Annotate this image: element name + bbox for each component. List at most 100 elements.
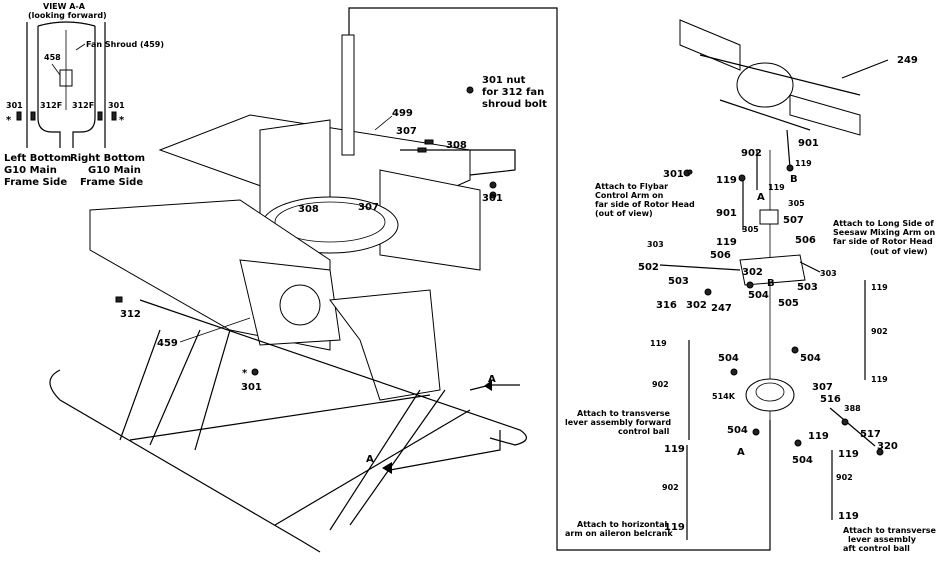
- part-119-c-label: 119: [768, 183, 785, 192]
- asterisk-301: *: [242, 368, 248, 379]
- section-arrow-upper: [469, 384, 520, 391]
- seesaw-note-line1: Attach to Long Side of: [833, 219, 934, 228]
- flybar-note-line2: Control Arm on: [595, 191, 664, 200]
- section-a-lower-label: A: [366, 454, 374, 465]
- section-a-mid-label: A: [757, 192, 765, 203]
- section-a-upper-label: A: [488, 374, 496, 385]
- swashplate: [745, 378, 795, 412]
- part-119-b-label: 119: [716, 175, 737, 186]
- skid-cross-tube: [129, 394, 471, 526]
- swashplate-inner: [755, 382, 785, 402]
- part-119-l-label: 119: [838, 511, 859, 522]
- landing-gear-strut-front: [119, 329, 231, 451]
- part-506-right-label: 506: [795, 235, 816, 246]
- part-458-label: 458: [44, 53, 61, 62]
- hub-bolt-249: [841, 59, 889, 79]
- aileron-note-line2: arm on aileron belcrank: [565, 529, 673, 538]
- part-308-mid-label: 308: [298, 204, 319, 215]
- right-frame-caption-line2: G10 Main: [88, 165, 141, 176]
- part-459-label: 459: [157, 338, 178, 349]
- seesaw-note-line2: Seesaw Mixing Arm on: [833, 228, 936, 237]
- part-305-b-label: 305: [742, 225, 759, 234]
- fan-shroud-label: Fan Shroud (459): [86, 40, 164, 49]
- left-frame-caption-line2: G10 Main: [4, 165, 57, 176]
- part-301-right-label: 301: [482, 193, 503, 204]
- aft-note-line2: lever assembly: [848, 535, 917, 544]
- part-303-right-label: 303: [820, 269, 837, 278]
- landing-gear-strut-rear: [329, 389, 446, 531]
- part-506-mid-label: 506: [710, 250, 731, 261]
- part-119-a-label: 119: [795, 159, 812, 168]
- part-902-lower-right-label: 902: [836, 473, 853, 482]
- forward-note-line3: control ball: [618, 427, 670, 436]
- view-aa-frame: [26, 21, 106, 148]
- part-307-mid-label: 307: [358, 202, 379, 213]
- leader-458: [51, 63, 61, 76]
- forward-note-line2: lever assembly forward: [565, 418, 671, 427]
- view-aa-section: VIEW A-A (looking forward) 458 Fan Shrou…: [4, 2, 164, 188]
- aileron-note-line1: Attach to horizontal: [577, 520, 668, 529]
- part-301-nut-label-line1: 301 nut: [482, 75, 526, 86]
- flybar-note-line3: far side of Rotor Head: [595, 200, 695, 209]
- part-312f-right-label: 312F: [72, 101, 94, 110]
- flybar-note-line1: Attach to Flybar: [595, 182, 668, 191]
- landing-skid-right: [139, 299, 527, 446]
- part-504-right-label: 504: [800, 353, 821, 364]
- part-516-label: 516: [820, 394, 841, 405]
- part-119-g-label: 119: [871, 375, 888, 384]
- frame-fasteners: [115, 86, 497, 376]
- part-312f-left-label: 312F: [40, 101, 62, 110]
- asterisk-right: *: [119, 115, 125, 126]
- part-308-right-label: 308: [446, 140, 467, 151]
- part-503-right-label: 503: [797, 282, 818, 293]
- leader-459: [179, 317, 251, 343]
- flybar-note-line4: (out of view): [595, 209, 653, 218]
- part-901-left-label: 901: [716, 208, 737, 219]
- part-504-bottom-label: 504: [792, 455, 813, 466]
- leader-fan-shroud: [75, 43, 86, 51]
- washout-collar-507: [759, 209, 779, 225]
- right-frame-caption-line3: Frame Side: [80, 177, 143, 188]
- part-320-label: 320: [877, 441, 898, 452]
- part-312-label: 312: [120, 309, 141, 320]
- part-119-k-label: 119: [664, 522, 685, 533]
- engine-fan: [279, 284, 321, 326]
- view-aa-title: VIEW A-A: [43, 2, 86, 11]
- linkage-connector-line: [348, 7, 771, 551]
- part-119-f-label: 119: [650, 339, 667, 348]
- part-514k-label: 514K: [712, 392, 736, 401]
- part-302-a-label: 302: [742, 267, 763, 278]
- part-902-right-label: 902: [871, 327, 888, 336]
- ball-links: [683, 164, 884, 456]
- left-frame-caption-line1: Left Bottom: [4, 153, 71, 164]
- washout-assembly: [739, 254, 806, 286]
- section-b-top-label: B: [790, 174, 798, 185]
- seesaw-arm: [719, 99, 811, 131]
- part-504-left-label: 504: [718, 353, 739, 364]
- tail-boom-rail: [400, 149, 516, 176]
- part-504-lower-label: 504: [727, 425, 748, 436]
- seesaw-note-line3: far side of Rotor Head: [833, 237, 933, 246]
- landing-skid-left: [49, 369, 321, 553]
- part-301-nut-label-line2: for 312 fan: [482, 87, 544, 98]
- section-arrowhead-lower: [382, 462, 392, 474]
- part-505-label: 505: [778, 298, 799, 309]
- section-arrowhead-upper: [484, 380, 492, 391]
- part-119-j-label: 119: [838, 449, 859, 460]
- part-307-label: 307: [812, 382, 833, 393]
- part-517-label: 517: [860, 429, 881, 440]
- view-aa-subtitle: (looking forward): [28, 11, 107, 20]
- rotor-hub: [736, 62, 794, 108]
- main-gear-inner: [274, 201, 386, 243]
- left-frame-caption-line3: Frame Side: [4, 177, 67, 188]
- section-a-low-label: A: [737, 447, 745, 458]
- part-507-label: 507: [783, 215, 804, 226]
- right-frame-caption-line1: Right Bottom: [70, 153, 145, 164]
- frame-assembly-drawing: [49, 34, 527, 553]
- asterisk-left: *: [6, 115, 12, 126]
- part-119-d-label: 119: [716, 237, 737, 248]
- washout-arm-left: [659, 264, 741, 271]
- rotor-head-drawing: [659, 19, 889, 540]
- part-303-left-label: 303: [647, 240, 664, 249]
